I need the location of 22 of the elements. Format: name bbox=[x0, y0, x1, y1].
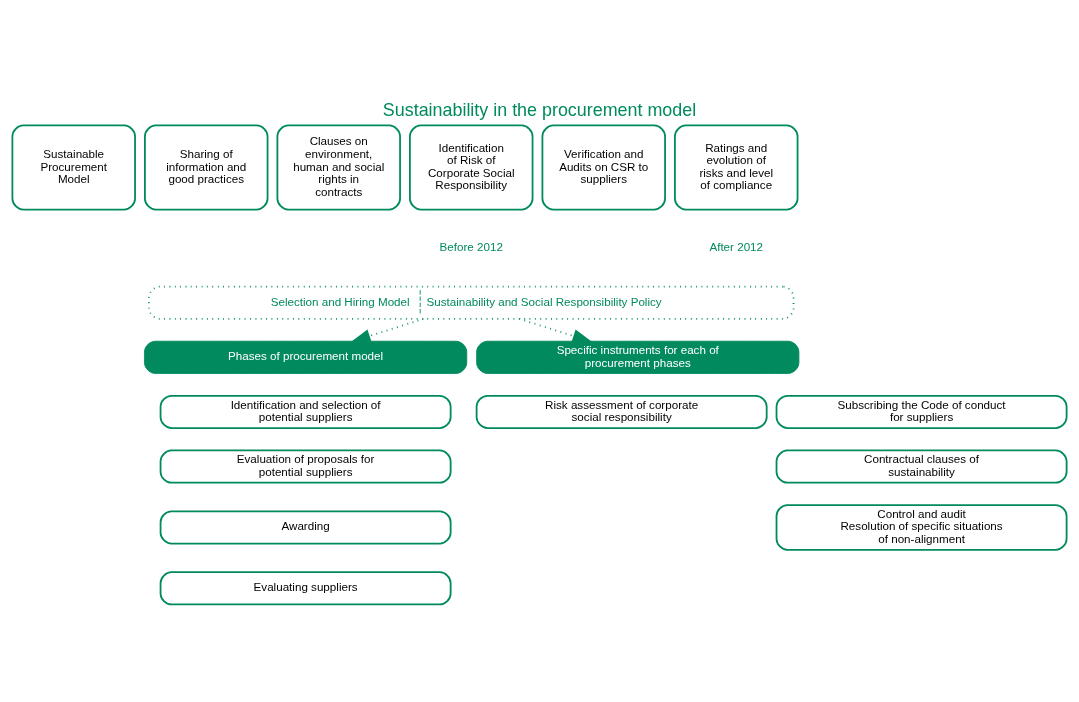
node-box: Contractual clauses of sustainability bbox=[775, 449, 1068, 484]
node-box: Sustainable Procurement Model bbox=[11, 124, 136, 210]
node-box: Ratings and evolution of risks and level of compliance bbox=[674, 124, 799, 210]
node-box: Identification of Risk of Corporate Social Responsibility bbox=[409, 124, 534, 210]
node-box: Subscribing the Code of conduct for suppliers bbox=[775, 394, 1068, 429]
node-box: Evaluation of proposals for potential suppliers bbox=[159, 449, 452, 484]
arrow bbox=[350, 317, 425, 343]
node-box: Identification and selection of potential suppliers bbox=[159, 394, 452, 429]
label: Before 2012 bbox=[439, 239, 503, 253]
arrow bbox=[518, 317, 593, 343]
node-box: Sharing of information and good practices bbox=[144, 124, 269, 210]
node-box: Risk assessment of corporate social responsibility bbox=[475, 394, 768, 429]
node-box: Awarding bbox=[159, 509, 452, 544]
node-box: Control and audit Resolution of specific situations of non-alignment bbox=[775, 503, 1068, 551]
node-box: Evaluating suppliers bbox=[159, 570, 452, 605]
node-box: Clauses on environment, human and social rights in contracts bbox=[276, 124, 401, 210]
diagram-title: Sustainability in the procurement model bbox=[382, 99, 697, 120]
label: After 2012 bbox=[709, 239, 764, 253]
node-box: Specific instruments for each of procurement phases bbox=[476, 340, 800, 374]
node-box: Selection and Hiring Model Sustainability and Social Responsibility Policy bbox=[148, 285, 795, 320]
node-box: Phases of procurement model bbox=[144, 340, 468, 374]
node-box: Verification and Audits on CSR to suppliers bbox=[541, 124, 666, 210]
